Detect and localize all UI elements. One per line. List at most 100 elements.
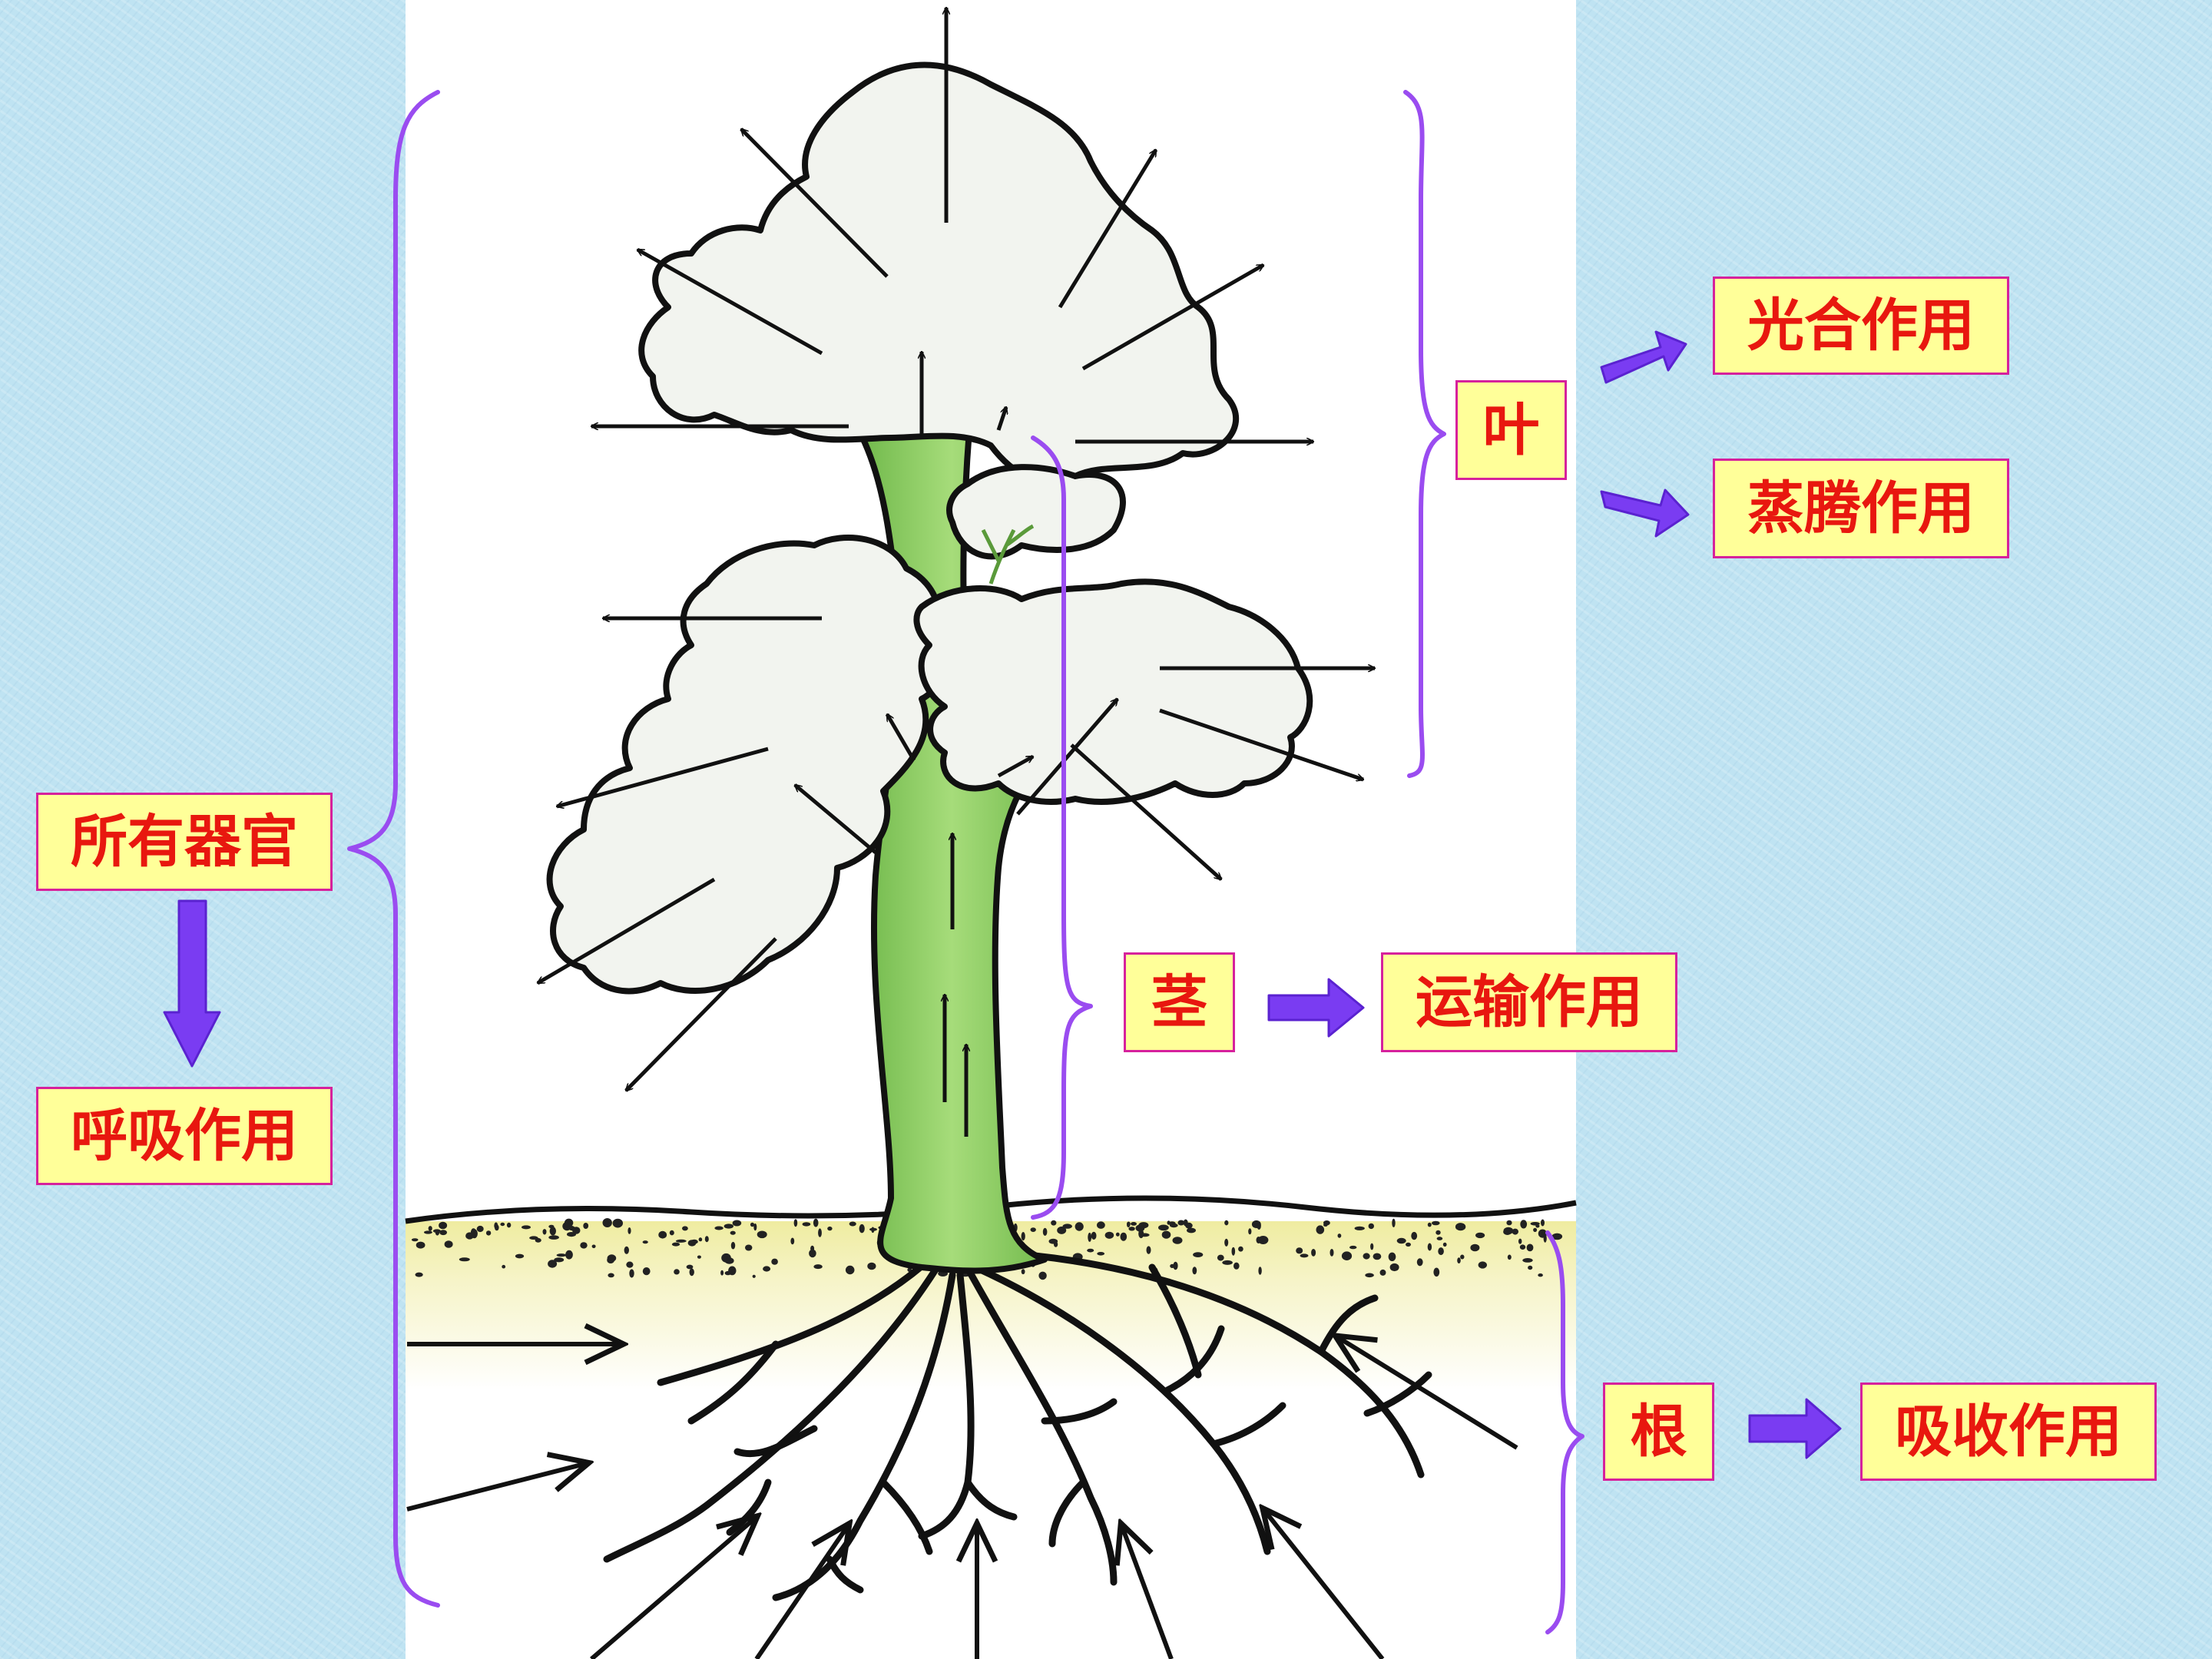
label-stem: 茎	[1124, 952, 1235, 1052]
soil-speck	[1370, 1243, 1374, 1250]
soil-speck	[1528, 1265, 1533, 1270]
soil-speck	[580, 1242, 588, 1249]
soil-speck	[1222, 1260, 1233, 1265]
soil-speck	[1038, 1271, 1047, 1280]
soil-speck	[1478, 1261, 1488, 1269]
soil-speck	[1323, 1220, 1330, 1226]
soil-speck	[1051, 1220, 1057, 1226]
soil-speck	[1368, 1223, 1375, 1230]
soil-speck	[1551, 1233, 1563, 1240]
soil-speck	[818, 1228, 822, 1237]
soil-speck	[1503, 1228, 1512, 1236]
soil-speck	[1127, 1223, 1131, 1227]
bracket-root	[1545, 1230, 1584, 1634]
soil-speck	[849, 1221, 856, 1227]
soil-speck	[687, 1240, 697, 1247]
soil-speck	[793, 1219, 798, 1227]
soil-speck	[1433, 1267, 1440, 1277]
soil-speck	[790, 1237, 795, 1245]
bracket-all-organs	[347, 90, 440, 1608]
soil-speck	[1135, 1224, 1145, 1232]
soil-speck	[1330, 1249, 1334, 1257]
soil-speck	[1146, 1246, 1151, 1254]
soil-speck	[485, 1230, 492, 1236]
soil-speck	[556, 1253, 567, 1257]
soil-speck	[1432, 1220, 1440, 1226]
brackets	[347, 90, 1584, 1634]
arrow-leaf-to-photosynthesis	[1600, 330, 1687, 384]
soil-speck	[624, 1246, 629, 1254]
soil-speck	[1512, 1228, 1519, 1235]
soil-speck	[1161, 1230, 1171, 1239]
label-transpiration: 蒸腾作用	[1713, 459, 2009, 558]
label-respiration: 呼吸作用	[36, 1087, 333, 1185]
soil-speck	[567, 1232, 576, 1237]
soil-speck	[522, 1225, 531, 1230]
soil-speck	[724, 1224, 733, 1229]
soil-speck	[1349, 1245, 1357, 1250]
soil-speck	[1311, 1249, 1316, 1257]
soil-speck	[1392, 1218, 1396, 1228]
soil-speck	[1538, 1273, 1543, 1277]
soil-speck	[562, 1221, 572, 1231]
soil-speck	[428, 1226, 432, 1231]
soil-speck	[506, 1222, 512, 1228]
soil-speck	[642, 1240, 648, 1244]
soil-speck	[1455, 1223, 1466, 1231]
label-transport: 运输作用	[1381, 952, 1677, 1052]
soil-speck	[515, 1253, 525, 1259]
soil-speck	[1075, 1222, 1084, 1231]
soil-speck	[675, 1239, 687, 1243]
soil-speck	[1062, 1224, 1072, 1229]
soil-speck	[671, 1242, 680, 1247]
soil-speck	[1416, 1258, 1423, 1267]
arrow-leaf-to-transpiration	[1600, 488, 1690, 538]
soil-speck	[1104, 1231, 1114, 1239]
soil-speck	[1217, 1254, 1224, 1261]
soil-speck	[476, 1225, 484, 1233]
soil-speck	[1460, 1254, 1465, 1260]
soil-speck	[724, 1257, 734, 1264]
soil-speck	[629, 1269, 634, 1278]
soil-speck	[612, 1218, 623, 1228]
soil-speck	[548, 1260, 558, 1268]
soil-speck	[745, 1244, 753, 1251]
soil-speck	[459, 1257, 470, 1262]
soil-speck	[583, 1223, 589, 1229]
soil-speck	[642, 1267, 651, 1276]
soil-speck	[439, 1230, 447, 1236]
soil-speck	[435, 1229, 440, 1236]
soil-speck	[732, 1220, 742, 1227]
soil-speck	[763, 1266, 771, 1272]
soil-speck	[1115, 1232, 1120, 1237]
soil-speck	[607, 1254, 617, 1262]
soil-speck	[1140, 1233, 1150, 1237]
soil-speck	[1167, 1220, 1171, 1225]
soil-speck	[1030, 1227, 1036, 1232]
soil-speck	[1238, 1246, 1243, 1252]
soil-speck	[1522, 1258, 1533, 1263]
soil-speck	[548, 1224, 555, 1229]
soil-speck	[1543, 1233, 1547, 1243]
soil-speck	[1172, 1237, 1183, 1244]
soil-speck	[1120, 1232, 1128, 1241]
soil-speck	[1388, 1252, 1396, 1262]
soil-speck	[1021, 1269, 1025, 1275]
soil-speck	[495, 1224, 499, 1231]
soil-speck	[1396, 1237, 1406, 1244]
soil-speck	[1507, 1254, 1512, 1260]
soil-speck	[724, 1270, 731, 1276]
soil-speck	[411, 1238, 419, 1242]
soil-speck	[859, 1224, 865, 1233]
soil-speck	[669, 1230, 674, 1236]
soil-speck	[771, 1258, 778, 1265]
soil-speck	[439, 1221, 448, 1230]
soil-speck	[626, 1261, 634, 1268]
soil-speck	[423, 1230, 432, 1234]
soil-speck	[714, 1226, 724, 1230]
soil-speck	[1475, 1232, 1485, 1239]
soil-speck	[1316, 1225, 1325, 1234]
absorption-arrows	[406, 1336, 1518, 1659]
soil-speck	[750, 1222, 755, 1227]
